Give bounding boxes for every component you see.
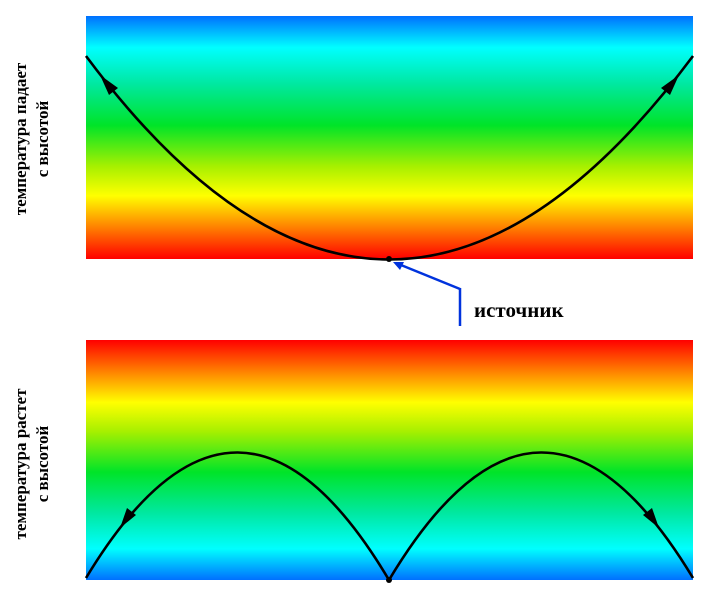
bottom-gradient-panel [86, 340, 693, 580]
bottom-source-point [386, 577, 392, 583]
top-source-point [386, 256, 392, 262]
top-right-arrowhead [661, 75, 679, 95]
source-pointer-arrowhead [393, 262, 404, 270]
source-pointer-line [395, 261, 461, 291]
top-label-line1: температура падает [11, 62, 30, 216]
top-label-line2: с высотой [33, 100, 52, 178]
bottom-label-line2: с высотой [33, 425, 52, 503]
bottom-label-line1: температура растет [11, 388, 30, 540]
top-panel-label: температура падает с высотой [6, 19, 58, 259]
top-left-arrowhead [100, 75, 118, 95]
top-gradient-panel [86, 16, 693, 259]
bottom-right-arrowhead [643, 508, 659, 528]
bottom-left-arrowhead [120, 508, 136, 528]
source-label: источник [474, 298, 564, 322]
bottom-panel-label: температура растет с высотой [6, 344, 58, 584]
